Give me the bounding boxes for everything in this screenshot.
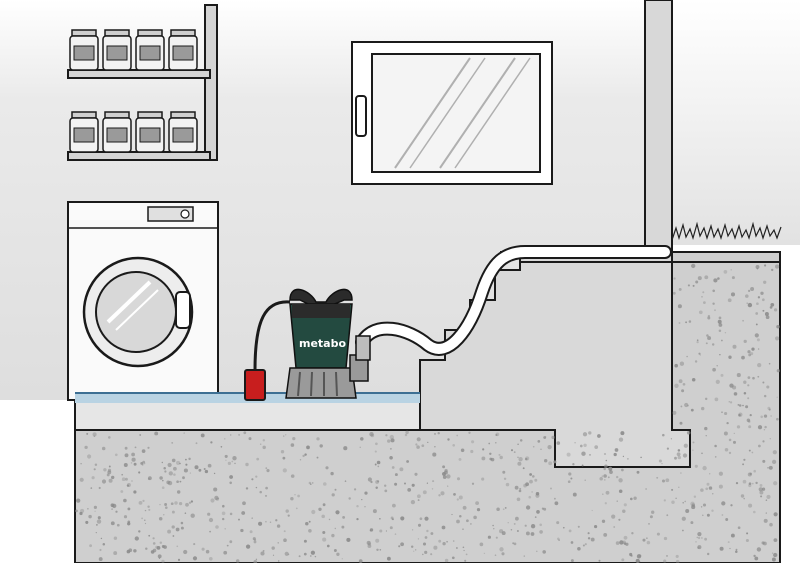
jar-icon bbox=[168, 111, 198, 153]
jar-icon bbox=[135, 111, 165, 153]
grass-icon bbox=[671, 221, 782, 241]
brand-label: metabo bbox=[299, 337, 346, 350]
jar-icon bbox=[69, 111, 99, 153]
upper-shelf bbox=[67, 69, 211, 79]
outer-wall bbox=[644, 0, 673, 251]
float-switch-cable bbox=[253, 300, 291, 371]
outside-light-shaft bbox=[672, 0, 800, 245]
washing-machine-icon bbox=[67, 201, 219, 401]
pump-icon: metabo bbox=[285, 288, 371, 399]
window-icon bbox=[351, 41, 553, 185]
jar-icon bbox=[69, 29, 99, 71]
control-panel bbox=[147, 206, 194, 222]
hose-icon bbox=[355, 245, 672, 356]
jar-icon bbox=[168, 29, 198, 71]
window-handle bbox=[355, 95, 367, 137]
lower-shelf bbox=[67, 151, 211, 161]
jar-icon bbox=[102, 111, 132, 153]
jar-icon bbox=[102, 29, 132, 71]
floor-slab bbox=[74, 399, 421, 431]
shelf-unit bbox=[67, 4, 218, 161]
concrete-speckles bbox=[75, 263, 780, 563]
jar-icon bbox=[135, 29, 165, 71]
float-switch-icon bbox=[244, 369, 266, 401]
